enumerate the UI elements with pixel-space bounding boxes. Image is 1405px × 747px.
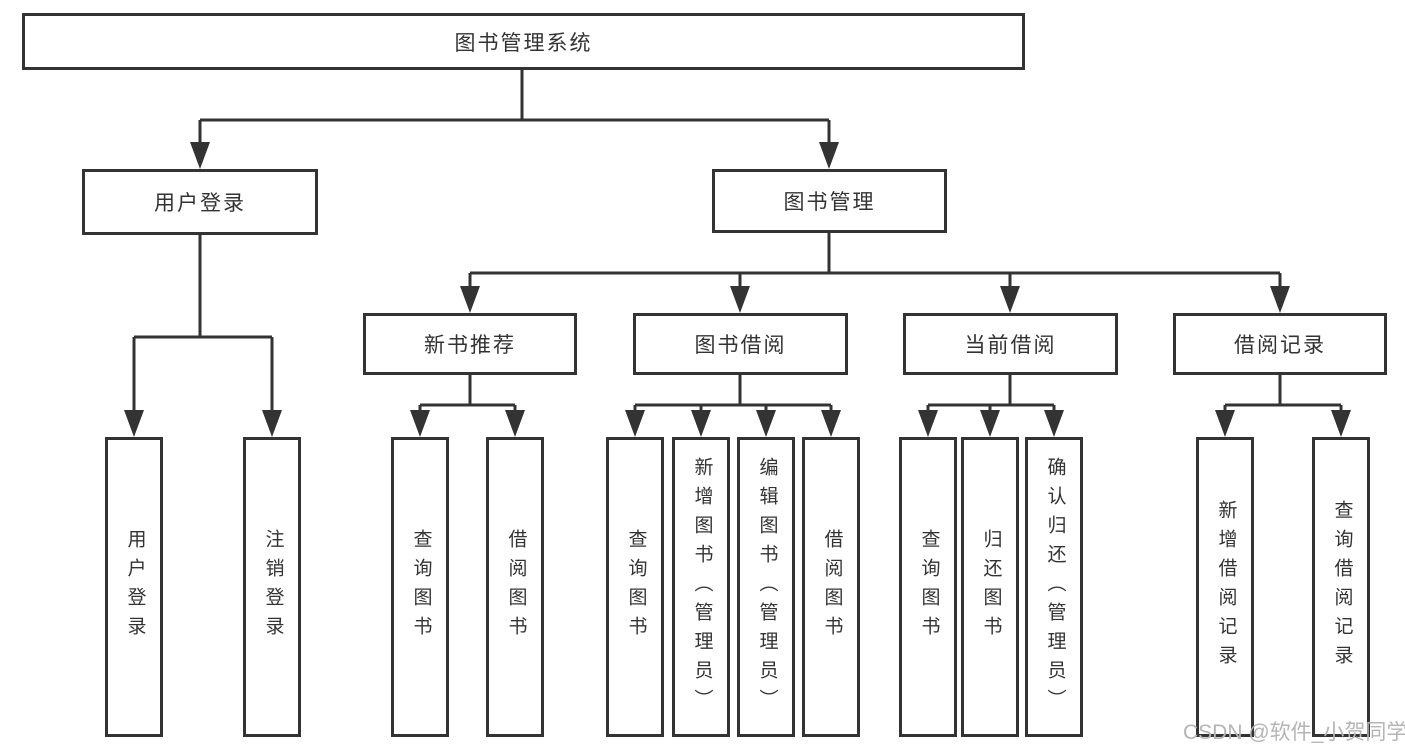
connector-borrow-record-branch: [1223, 375, 1343, 412]
leaf-edit-book-admin: 编辑图书（管理员）: [737, 437, 795, 737]
leaf-add-borrow-record: 新增借阅记录: [1196, 437, 1254, 737]
leaf-confirm-return-admin-label: 确认归还（管理员）: [1044, 456, 1066, 718]
leaf-query-books-recommend: 查询图书: [391, 437, 449, 737]
node-user-login-label: 用户登录: [154, 192, 246, 215]
leaf-logout: 注销登录: [243, 437, 301, 737]
leaf-borrow-books-recommend-label: 借阅图书: [505, 529, 527, 645]
leaf-edit-book-admin-label: 编辑图书（管理员）: [756, 456, 778, 718]
leaf-logout-label: 注销登录: [262, 529, 284, 645]
leaf-query-borrow-record-label: 查询借阅记录: [1331, 500, 1353, 674]
leaf-borrow-books-borrowing-label: 借阅图书: [821, 529, 843, 645]
node-book-management: 图书管理: [712, 169, 947, 233]
node-user-login: 用户登录: [82, 169, 318, 235]
leaf-user-login: 用户登录: [105, 437, 163, 737]
connector-book-management-branch: [468, 233, 1282, 287]
leaf-query-books-recommend-label: 查询图书: [410, 529, 432, 645]
leaf-user-login-label: 用户登录: [124, 529, 146, 645]
connector-root-to-level2: [198, 68, 831, 142]
node-book-management-label: 图书管理: [783, 191, 876, 214]
csdn-watermark: CSDN @软件_小贺同学: [1183, 721, 1405, 744]
leaf-add-book-admin: 新增图书（管理员）: [672, 437, 730, 737]
leaf-confirm-return-admin: 确认归还（管理员）: [1025, 437, 1083, 737]
leaf-return-book: 归还图书: [961, 437, 1019, 737]
node-root-label: 图书管理系统: [454, 31, 593, 55]
leaf-query-books-current: 查询图书: [899, 437, 957, 737]
connector-user-login-branch: [132, 235, 274, 412]
node-new-book-recommendation-label: 新书推荐: [424, 334, 516, 357]
node-root-system: 图书管理系统: [22, 13, 1025, 70]
node-book-borrowing-label: 图书借阅: [694, 334, 787, 357]
leaf-borrow-books-recommend: 借阅图书: [486, 437, 544, 737]
node-current-borrowing: 当前借阅: [903, 313, 1118, 375]
node-book-borrowing: 图书借阅: [633, 313, 848, 375]
leaf-query-books-borrowing-label: 查询图书: [625, 529, 647, 645]
connector-current-borrow-branch: [926, 375, 1056, 412]
leaf-add-borrow-record-label: 新增借阅记录: [1215, 500, 1237, 674]
node-new-book-recommendation: 新书推荐: [363, 313, 577, 375]
node-borrowing-records: 借阅记录: [1173, 313, 1387, 375]
node-borrowing-records-label: 借阅记录: [1234, 334, 1326, 357]
leaf-add-book-admin-label: 新增图书（管理员）: [691, 456, 713, 718]
connector-new-book-branch: [418, 375, 517, 412]
leaf-query-books-current-label: 查询图书: [918, 529, 940, 645]
leaf-query-books-borrowing: 查询图书: [606, 437, 664, 737]
leaf-borrow-books-borrowing: 借阅图书: [802, 437, 860, 737]
leaf-query-borrow-record: 查询借阅记录: [1312, 437, 1370, 737]
leaf-return-book-label: 归还图书: [980, 529, 1002, 645]
node-current-borrowing-label: 当前借阅: [964, 334, 1057, 357]
connector-book-borrow-branch: [633, 375, 833, 412]
